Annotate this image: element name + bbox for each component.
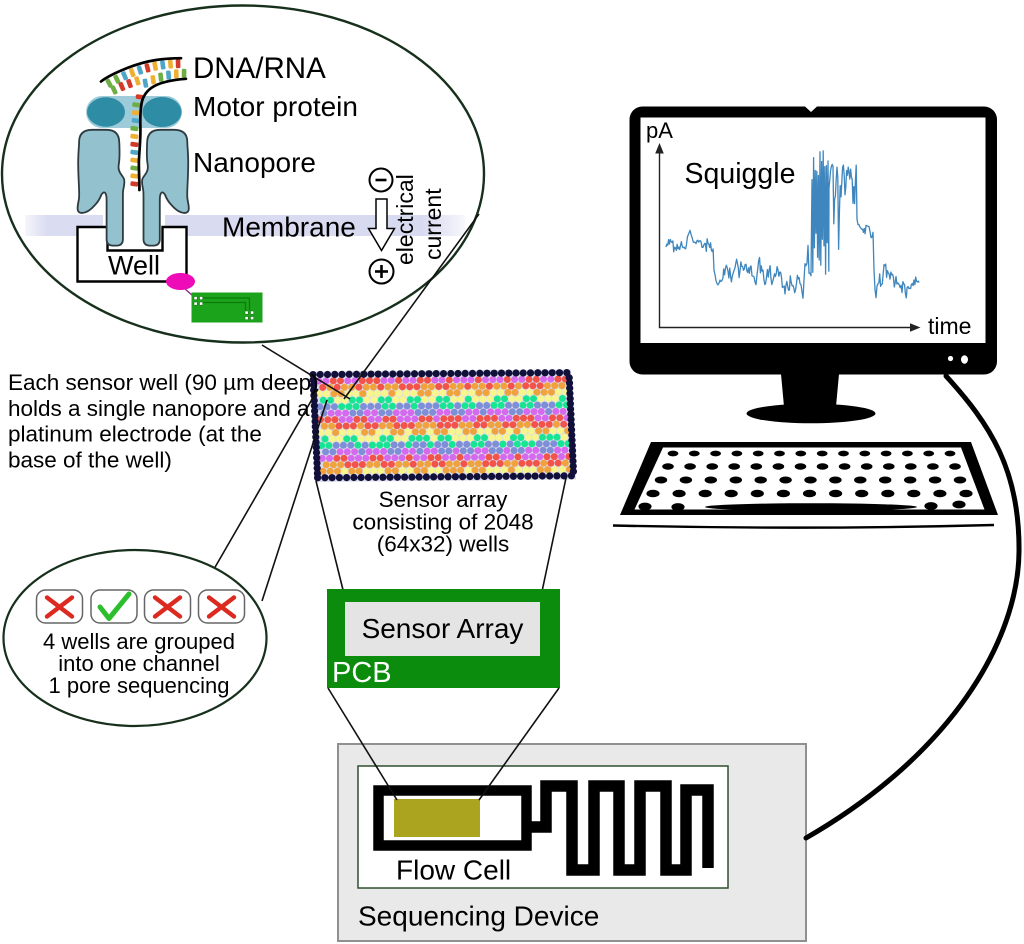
svg-text:4 wells are grouped: 4 wells are grouped [43, 629, 235, 654]
svg-text:base of the well): base of the well) [8, 447, 172, 472]
svg-text:Membrane: Membrane [222, 212, 356, 243]
svg-text:time: time [928, 313, 971, 339]
svg-text:Squiggle: Squiggle [685, 158, 796, 190]
svg-text:pA: pA [646, 118, 673, 143]
svg-text:Sequencing Device: Sequencing Device [358, 901, 599, 932]
svg-text:holds a single nanopore and a: holds a single nanopore and a [8, 396, 310, 421]
svg-text:Well: Well [108, 251, 160, 281]
svg-text:Flow Cell: Flow Cell [396, 855, 511, 886]
svg-text:1 pore sequencing: 1 pore sequencing [48, 673, 229, 698]
svg-text:Sensor Array: Sensor Array [362, 613, 524, 644]
svg-text:platinum electrode (at the: platinum electrode (at the [8, 422, 262, 447]
svg-text:electrical: electrical [392, 174, 418, 265]
svg-text:consisting of 2048: consisting of 2048 [352, 510, 533, 535]
svg-text:into one channel: into one channel [58, 651, 219, 676]
svg-text:Sensor array: Sensor array [379, 487, 509, 512]
svg-text:DNA/RNA: DNA/RNA [193, 52, 326, 85]
svg-text:PCB: PCB [332, 657, 392, 689]
svg-text:Nanopore: Nanopore [193, 147, 316, 178]
svg-text:current: current [420, 188, 446, 260]
svg-text:Motor protein: Motor protein [193, 91, 358, 122]
svg-text:Each sensor well (90 µm deep): Each sensor well (90 µm deep) [8, 370, 319, 395]
svg-text:(64x32) wells: (64x32) wells [377, 532, 510, 557]
